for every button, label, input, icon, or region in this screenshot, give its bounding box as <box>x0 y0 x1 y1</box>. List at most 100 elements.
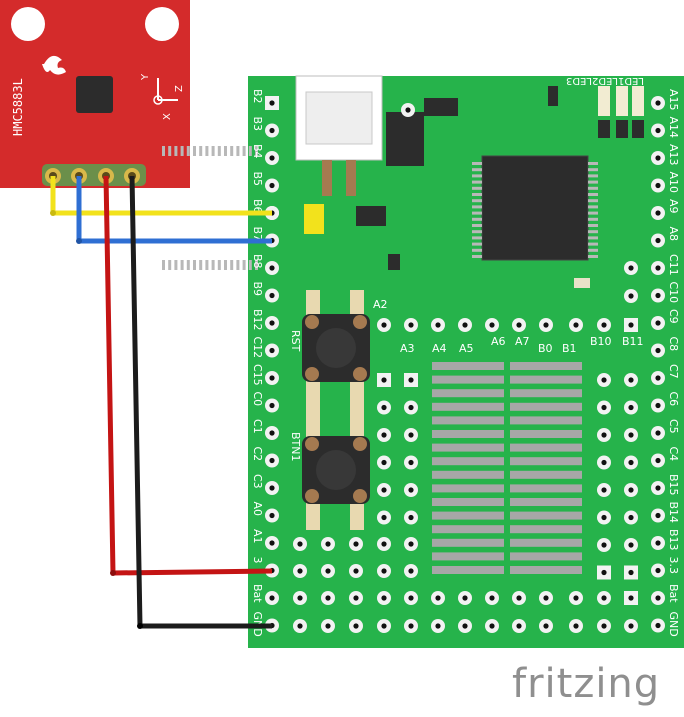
mcu-pin <box>472 186 482 190</box>
proto-hole-bottom-drill <box>325 541 331 547</box>
right-pin-6-drill <box>655 265 661 271</box>
left-pin-label: B5 <box>251 172 264 187</box>
proto-hole-right-drill <box>628 487 634 493</box>
left-pin-label: B4 <box>251 144 264 159</box>
proto-hole-bottom-drill <box>462 623 468 629</box>
right-pin-label: C5 <box>667 419 680 434</box>
mcu-pin <box>588 236 598 240</box>
button-rst[interactable] <box>302 290 370 420</box>
mcu-pin <box>588 193 598 196</box>
proto-hole-bottom-drill <box>353 541 359 547</box>
proto-strip <box>432 375 504 384</box>
left-pin-14-drill <box>269 485 275 491</box>
left-pin-3-drill <box>269 182 275 189</box>
proto-hole-bottom-drill <box>353 568 359 574</box>
left-pin-9-drill <box>269 347 275 354</box>
row-label: B1 <box>562 342 577 355</box>
row-label: B11 <box>622 335 644 348</box>
proto-hole-bottom-drill <box>601 595 607 601</box>
right-pin-label: GND <box>667 612 680 637</box>
proto-hole-left-drill <box>408 487 414 493</box>
transistor <box>424 98 458 116</box>
right-pin-label: C8 <box>667 337 680 352</box>
proto-hole-bottom-drill <box>543 623 549 629</box>
mcu-pin <box>186 260 190 270</box>
mcu-pin <box>472 162 482 165</box>
led2-label: LED2 <box>592 75 618 86</box>
mcu-pin <box>588 224 598 227</box>
header-body <box>42 164 146 186</box>
mcu-pin <box>168 146 172 156</box>
left-pin-8-drill <box>269 320 275 326</box>
mcu-pin <box>472 217 482 221</box>
proto-hole-bottom-drill <box>381 595 387 601</box>
proto-hole-left-drill <box>408 377 414 383</box>
proto-hole-right-drill <box>628 432 634 438</box>
left-pin-16-drill <box>269 540 275 546</box>
proto-strip <box>510 402 582 411</box>
mcu-pin <box>236 146 240 156</box>
right-pin-label: A13 <box>667 144 680 166</box>
mcu-pin <box>248 146 252 156</box>
proto-hole-bottom-drill <box>573 623 579 629</box>
right-pin-label: C9 <box>667 309 680 324</box>
proto-hole-bottom-drill <box>408 541 414 547</box>
proto-strip <box>510 362 582 370</box>
button-btn1[interactable] <box>302 410 370 530</box>
mcu-pin <box>211 146 215 156</box>
fritzing-logo: fritzing <box>512 661 661 707</box>
right-pin-label: C7 <box>667 364 680 379</box>
mcu-pin <box>199 146 203 156</box>
proto-strip <box>432 511 504 520</box>
proto-strip <box>510 470 582 479</box>
proto-hole-bottom-drill <box>489 595 495 601</box>
right-pin-8-drill <box>655 320 661 326</box>
mcu-pin <box>193 146 196 156</box>
mcu-pin <box>248 260 252 270</box>
mcu-pin <box>472 211 482 215</box>
proto-strip <box>432 389 504 398</box>
capacitor <box>304 204 324 234</box>
row-label: A3 <box>400 342 415 355</box>
proto-strip <box>432 402 504 411</box>
row-label: A4 <box>432 342 447 355</box>
left-pin-11-drill <box>269 402 275 409</box>
proto-hole-top-drill <box>381 322 387 328</box>
right-pin-label: B15 <box>667 474 680 496</box>
proto-hole-right-drill <box>601 404 607 411</box>
right-pin-label: A15 <box>667 89 680 111</box>
axis-x-label: X <box>162 113 173 120</box>
proto-strip <box>510 552 582 561</box>
row-label: B0 <box>538 342 553 355</box>
proto-strip <box>432 498 504 506</box>
right-pin-label: C11 <box>667 254 680 276</box>
left-pin-label: C15 <box>251 364 264 386</box>
proto-hole-top-drill <box>489 322 495 328</box>
row-label: B10 <box>590 335 612 348</box>
left-pin-label: B9 <box>251 282 264 297</box>
left-pin-label: 3 <box>251 557 264 564</box>
left-pin-label: B2 <box>251 89 264 104</box>
right-pin-label: C4 <box>667 447 680 462</box>
mcu-pin <box>588 217 598 221</box>
btn1-label: BTN1 <box>289 432 302 462</box>
right-pin-9-drill <box>655 347 661 354</box>
mcu-pin <box>472 242 482 246</box>
mcu-pin <box>588 168 598 172</box>
proto-hole-bottom-drill <box>462 595 468 601</box>
mcu-pin <box>588 174 598 178</box>
right-pin-0-drill <box>655 100 661 106</box>
proto-hole-top-drill <box>435 322 441 328</box>
chip-label: HMC5883L <box>11 78 25 136</box>
right-pin-16-drill <box>655 540 661 546</box>
left-pin-label: B3 <box>251 117 264 132</box>
left-pin-2-drill <box>269 155 275 161</box>
proto-holes <box>265 103 638 633</box>
proto-hole-left-drill <box>408 459 414 466</box>
mcu-pin <box>472 230 482 234</box>
right-pin-4-drill <box>655 210 661 216</box>
mcu-pin <box>224 260 227 270</box>
mcu-pin <box>242 146 246 156</box>
proto-hole-bottom-drill <box>435 623 441 629</box>
